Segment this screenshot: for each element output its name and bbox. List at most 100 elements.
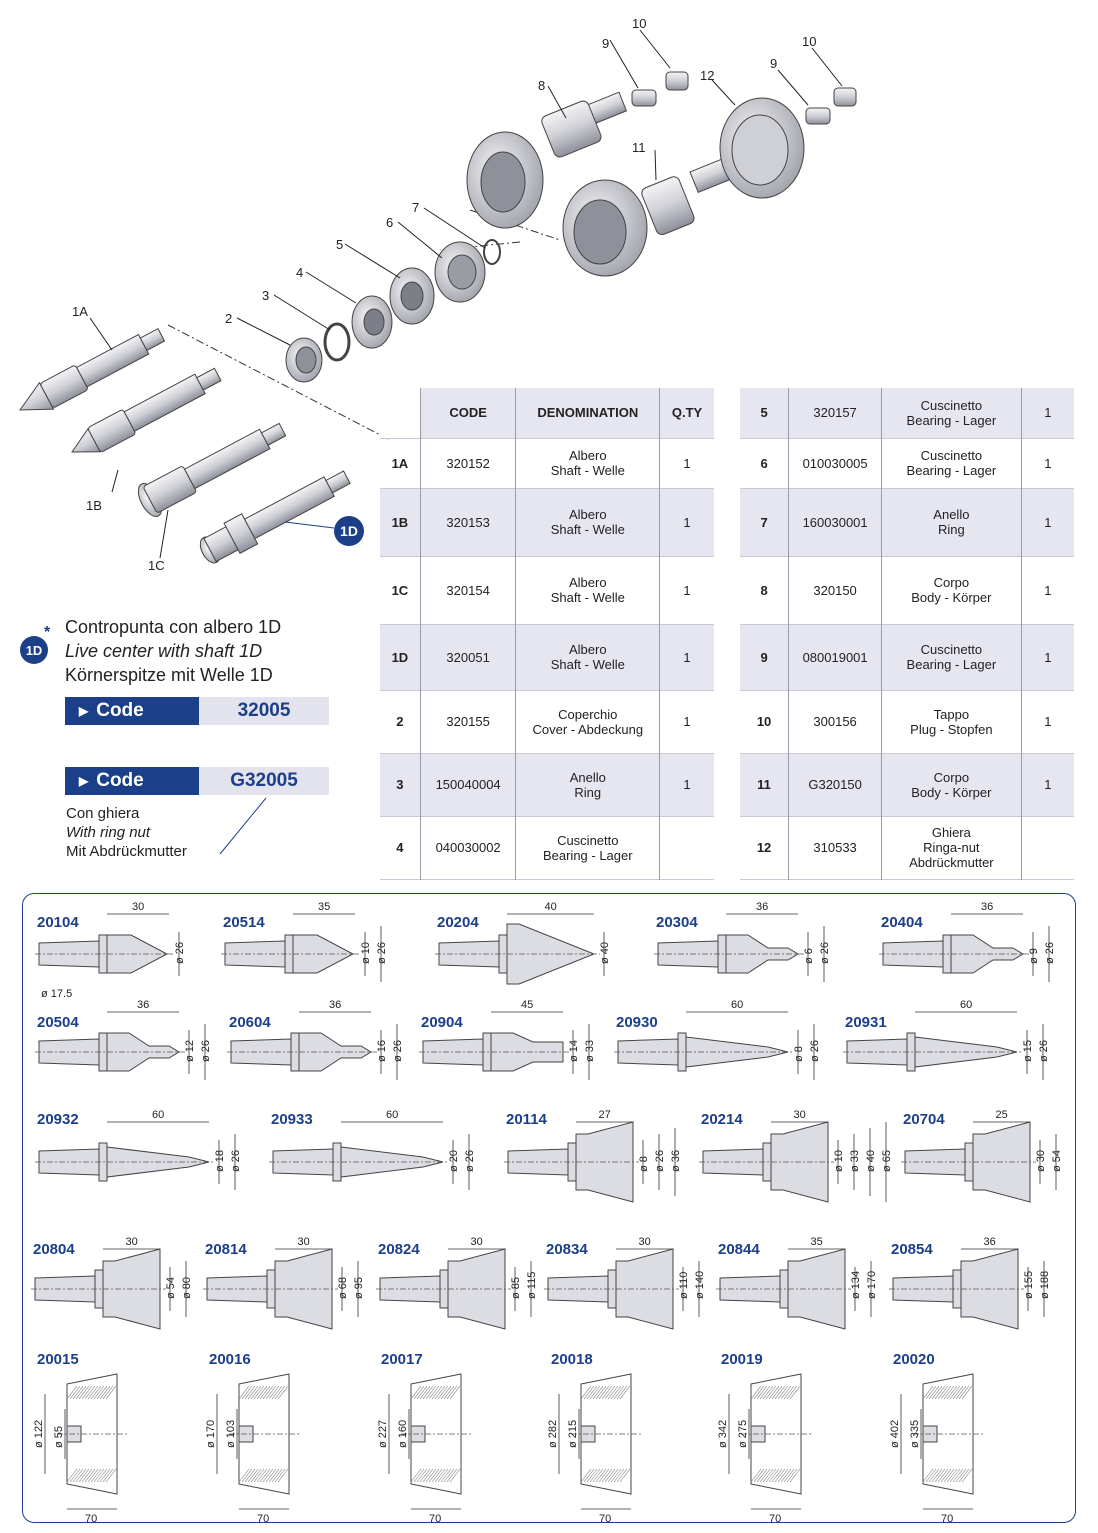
row-code: 160030001 [788, 488, 882, 556]
svg-text:ø 402: ø 402 [889, 1420, 901, 1448]
svg-text:ø 26: ø 26 [654, 1150, 666, 1172]
svg-text:20854: 20854 [891, 1241, 933, 1258]
svg-text:60: 60 [386, 1109, 398, 1121]
svg-text:20304: 20304 [656, 914, 698, 931]
row-code: 150040004 [419, 753, 516, 816]
svg-text:60: 60 [960, 999, 972, 1011]
svg-text:ø 65: ø 65 [881, 1150, 893, 1172]
svg-text:30: 30 [639, 1236, 651, 1248]
badge-1d [334, 516, 364, 546]
svg-text:25: 25 [996, 1109, 1008, 1121]
svg-text:ø 54: ø 54 [1051, 1150, 1063, 1172]
svg-text:20904: 20904 [421, 1014, 463, 1031]
svg-text:20017: 20017 [381, 1351, 423, 1368]
svg-text:70: 70 [769, 1513, 781, 1522]
legend-english: Live center with shaft 1D [65, 641, 263, 661]
svg-text:35: 35 [811, 1236, 823, 1248]
row-code: 040030002 [419, 816, 516, 879]
row-code: 310533 [788, 816, 882, 879]
shaft-1b [71, 367, 222, 453]
row-code: 300156 [788, 690, 882, 753]
callout-10: 10 [632, 16, 646, 31]
svg-text:ø 30: ø 30 [1035, 1150, 1047, 1172]
svg-text:ø 342: ø 342 [717, 1420, 729, 1448]
row-number: 4 [396, 840, 404, 855]
svg-text:ø 9: ø 9 [1028, 948, 1040, 964]
row-qty [1020, 816, 1074, 879]
code-value: G32005 [199, 767, 329, 795]
svg-text:20814: 20814 [205, 1241, 247, 1258]
row-number: 8 [760, 582, 768, 598]
row-qty: 1 [659, 624, 714, 690]
svg-text:20844: 20844 [718, 1241, 760, 1258]
row-qty: 1 [1020, 753, 1074, 816]
svg-text:ø 335: ø 335 [909, 1420, 921, 1448]
part-7-ring [483, 239, 501, 265]
svg-text:ø 170: ø 170 [866, 1271, 878, 1299]
svg-text:20018: 20018 [551, 1351, 593, 1368]
face-plate [66, 1373, 118, 1495]
face-plate [922, 1373, 974, 1495]
row-number: 11 [740, 753, 789, 816]
svg-text:ø 215: ø 215 [567, 1420, 579, 1448]
svg-text:20019: 20019 [721, 1351, 763, 1368]
shaft-1a [19, 328, 166, 411]
arrow-icon: ▶ [79, 704, 89, 718]
code-label: Code [96, 700, 144, 721]
part-9-bearing [631, 89, 657, 107]
row-number: 3 [380, 753, 421, 816]
svg-text:ø 26: ø 26 [464, 1150, 476, 1172]
exploded-diagram: 1D 1A 1B 1C [19, 16, 857, 573]
callout-2: 2 [225, 311, 232, 326]
svg-text:ø 103: ø 103 [225, 1420, 237, 1448]
part-8-body [466, 91, 628, 229]
row-number: 10 [756, 714, 772, 729]
svg-text:ø 95: ø 95 [353, 1277, 365, 1299]
svg-text:ø 33: ø 33 [849, 1150, 861, 1172]
svg-text:30: 30 [794, 1109, 806, 1121]
svg-text:ø 188: ø 188 [1039, 1271, 1051, 1299]
svg-text:60: 60 [731, 999, 743, 1011]
row-code: 080019001 [788, 624, 882, 690]
svg-text:ø 10: ø 10 [360, 942, 372, 964]
svg-text:20514: 20514 [223, 914, 265, 931]
row-qty: 1 [1020, 438, 1074, 488]
callout-7: 7 [412, 200, 419, 215]
callout-1a: 1A [72, 304, 88, 319]
row-qty: 1 [659, 753, 714, 816]
svg-text:20932: 20932 [37, 1111, 79, 1128]
svg-text:1D: 1D [340, 523, 358, 539]
svg-text:20104: 20104 [37, 914, 79, 931]
svg-text:70: 70 [941, 1513, 953, 1522]
header-qty: Q.TY [659, 388, 714, 438]
svg-text:70: 70 [85, 1513, 97, 1522]
row-qty: 1 [1020, 388, 1074, 438]
svg-text:40: 40 [545, 901, 557, 913]
svg-text:36: 36 [981, 901, 993, 913]
svg-text:ø 140: ø 140 [694, 1271, 706, 1299]
